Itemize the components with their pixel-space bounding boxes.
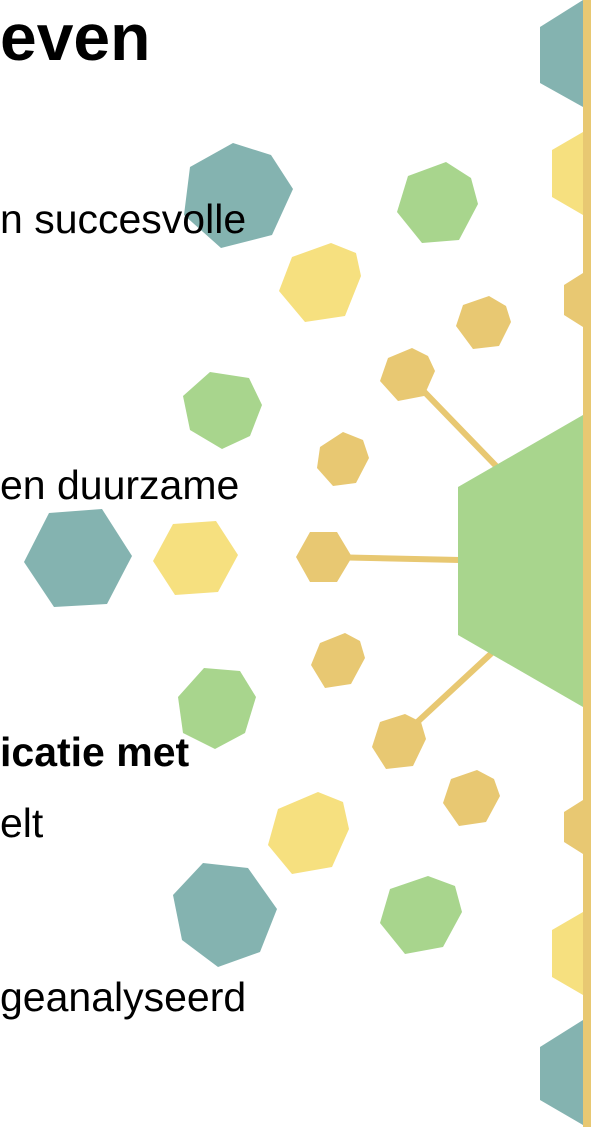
hexagon: [268, 792, 349, 874]
hexagon: [380, 876, 462, 954]
hexagon: [153, 521, 238, 595]
text-line-bold: icatie met: [0, 729, 190, 775]
edge-hexagon: [552, 912, 583, 995]
hexagon: [317, 432, 369, 486]
hexagon: [178, 668, 256, 749]
hexagon: [183, 372, 262, 449]
hexagon-group: [24, 143, 511, 967]
hexagon: [456, 296, 511, 349]
hexagon: [296, 532, 352, 582]
edge-hexagon: [552, 132, 583, 215]
text-line: elt: [0, 800, 44, 846]
hexagon: [279, 243, 361, 322]
edge-hexagon: [540, 1020, 583, 1125]
hexagon: [184, 143, 293, 248]
edge-hexagon: [564, 800, 583, 854]
text-line: en duurzame: [0, 462, 240, 508]
hexagon: [443, 770, 500, 826]
center-hexagon: [458, 415, 583, 707]
slide-heading: even: [0, 0, 151, 74]
text-line: geanalyseerd: [0, 974, 247, 1020]
edge-hexagon: [540, 0, 583, 107]
hexagon: [24, 509, 132, 607]
text-line: n succesvolle: [0, 196, 247, 242]
hexagon: [372, 714, 426, 769]
hexagon: [380, 348, 435, 401]
edge-hexagon: [564, 273, 583, 327]
hexagon: [311, 633, 365, 688]
hexagon: [173, 863, 277, 967]
hexagon: [397, 162, 478, 243]
edge-border: [583, 0, 591, 1127]
